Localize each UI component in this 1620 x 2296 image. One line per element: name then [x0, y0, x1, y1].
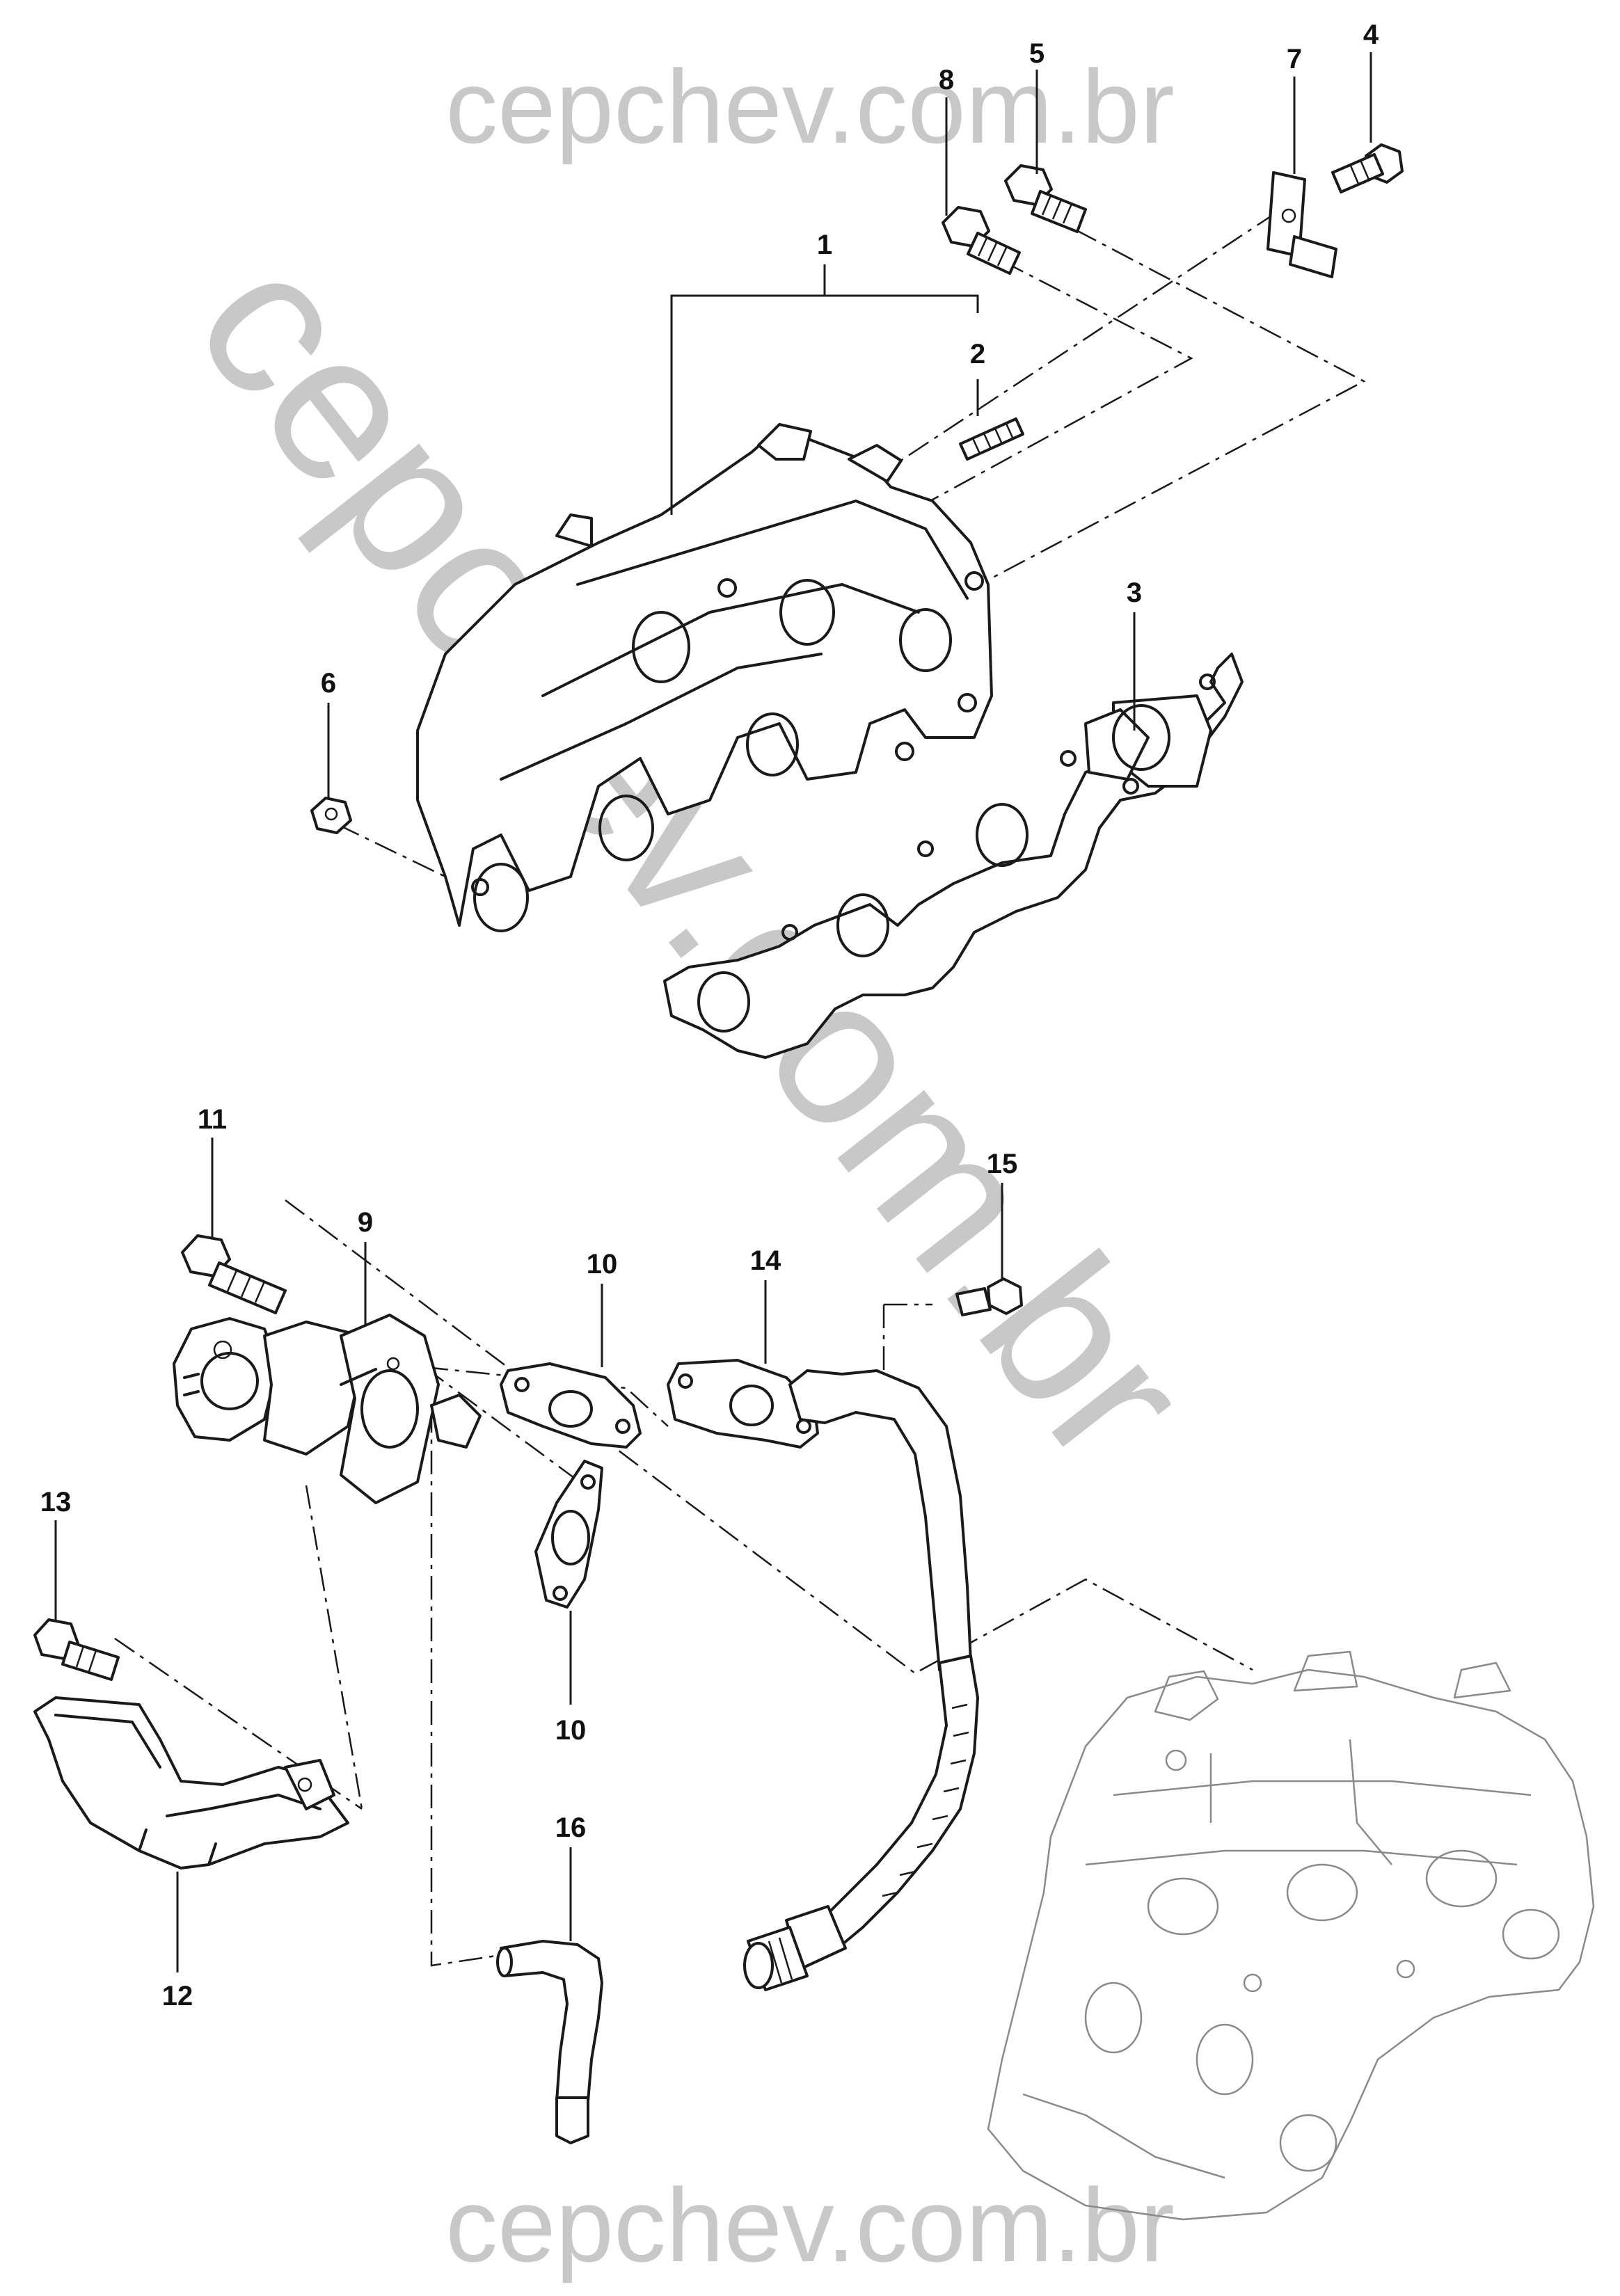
callout-11: 11 — [198, 1104, 227, 1135]
valve-part-9 — [173, 1314, 482, 1504]
callout-8: 8 — [939, 65, 954, 95]
gasket-part-10-lower — [534, 1460, 603, 1609]
bolt-part-15 — [955, 1277, 1023, 1316]
exhaust-manifold-part-1 — [416, 423, 993, 932]
bolt-part-5 — [1004, 164, 1087, 233]
nut-part-6 — [310, 797, 352, 834]
bolt-part-13 — [33, 1618, 120, 1681]
callout-10-lower: 10 — [555, 1715, 587, 1746]
gasket-part-3 — [663, 653, 1244, 1059]
callout-10-upper: 10 — [587, 1249, 618, 1279]
callout-14: 14 — [750, 1245, 781, 1276]
bolt-part-8 — [942, 206, 1021, 275]
callout-1: 1 — [817, 230, 832, 260]
leader-lines — [54, 52, 1372, 1972]
bolt-part-4 — [1331, 143, 1404, 193]
bolt-part-11 — [181, 1234, 287, 1314]
callout-3: 3 — [1127, 577, 1142, 608]
callout-4: 4 — [1363, 19, 1379, 50]
callout-15: 15 — [987, 1149, 1018, 1179]
callout-7: 7 — [1287, 44, 1302, 74]
watermark-top: cepchev.com.br — [445, 48, 1175, 165]
stud-part-2 — [959, 417, 1024, 461]
pipe-flange-part-14 — [667, 1359, 979, 1991]
callout-labels: 1 2 3 4 5 6 7 8 9 10 10 11 12 13 14 15 1… — [40, 19, 1379, 2011]
callout-5: 5 — [1029, 38, 1045, 69]
heat-shield-part-12 — [33, 1696, 349, 1870]
callout-13: 13 — [40, 1487, 72, 1517]
callout-9: 9 — [358, 1207, 373, 1238]
bracket-part-7 — [1266, 171, 1337, 278]
callout-16: 16 — [555, 1812, 587, 1843]
engine-block-ghost — [987, 1650, 1595, 2221]
callout-2: 2 — [970, 339, 985, 369]
hose-part-16 — [496, 1940, 603, 2144]
gasket-part-10-upper — [500, 1362, 642, 1449]
callout-12: 12 — [162, 1981, 193, 2011]
callout-6: 6 — [321, 668, 336, 699]
watermark-bottom: cepchev.com.br — [445, 2167, 1175, 2283]
